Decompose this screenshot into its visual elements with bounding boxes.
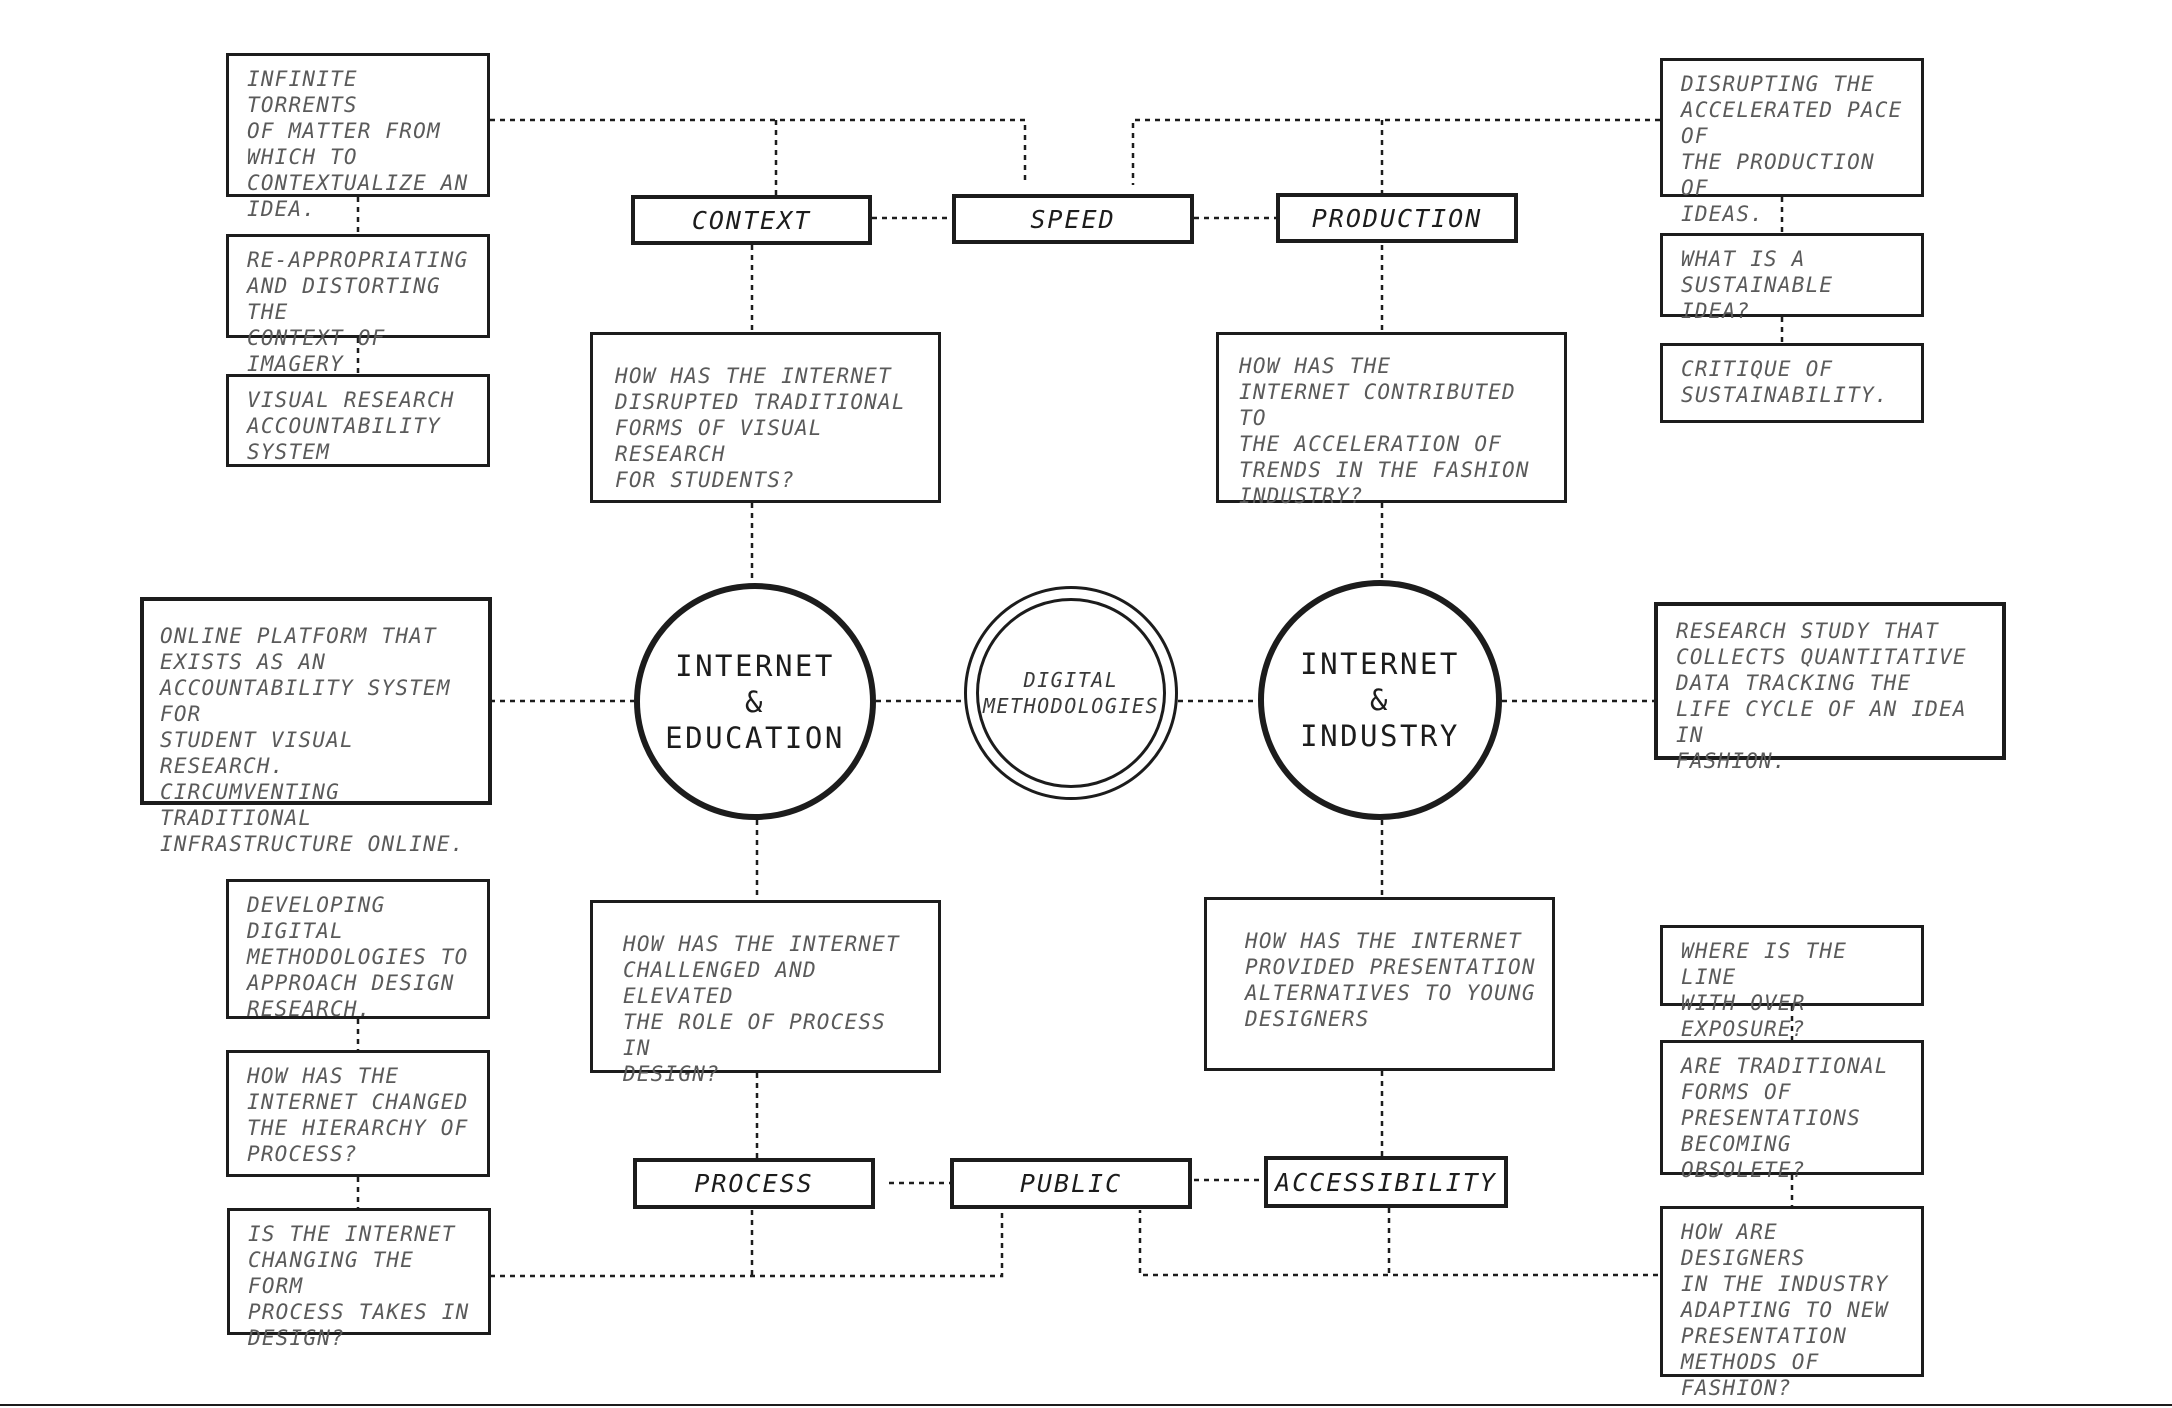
bottom-rule bbox=[0, 1404, 2172, 1406]
note-changing-form: IS THE INTERNET CHANGING THE FORM PROCES… bbox=[227, 1208, 491, 1350]
note-research-study: RESEARCH STUDY THAT COLLECTS QUANTITATIV… bbox=[1654, 602, 2006, 773]
label-accessibility: ACCESSIBILITY bbox=[1264, 1156, 1508, 1208]
note-over-exposure: WHERE IS THE LINE WITH OVER EXPOSURE? bbox=[1660, 925, 1924, 1041]
note-disrupting-pace: DISRUPTING THE ACCELERATED PACE OF THE P… bbox=[1660, 58, 1924, 226]
connector-form-public bbox=[490, 1210, 1004, 1278]
connector-torrents-speed bbox=[490, 118, 1027, 185]
note-visual-research-accountability: VISUAL RESEARCH ACCOUNTABILITY SYSTEM bbox=[226, 374, 490, 467]
label-speed: SPEED bbox=[952, 194, 1194, 244]
label-public: PUBLIC bbox=[950, 1158, 1192, 1209]
note-designers-adapting: HOW ARE DESIGNERS IN THE INDUSTRY ADAPTI… bbox=[1660, 1206, 1924, 1400]
note-infinite-torrents: INFINITE TORRENTS OF MATTER FROM WHICH T… bbox=[226, 53, 490, 221]
connector-pace-speed bbox=[1131, 118, 1660, 185]
question-presentation: HOW HAS THE INTERNET PROVIDED PRESENTATI… bbox=[1204, 897, 1555, 1071]
hub-digital-methodologies-label: DIGITAL METHODOLOGIES bbox=[976, 598, 1166, 788]
question-process-role: HOW HAS THE INTERNET CHALLENGED AND ELEV… bbox=[590, 900, 941, 1086]
label-production: PRODUCTION bbox=[1276, 193, 1518, 243]
note-critique-sustainability: CRITIQUE OF SUSTAINABILITY. bbox=[1660, 343, 1924, 423]
hub-internet-education: INTERNET & EDUCATION bbox=[634, 583, 876, 820]
note-online-platform: ONLINE PLATFORM THAT EXISTS AS AN ACCOUN… bbox=[140, 597, 492, 856]
connector-adapting-public bbox=[1138, 1210, 1658, 1277]
note-hierarchy-process: HOW HAS THE INTERNET CHANGED THE HIERARC… bbox=[226, 1050, 490, 1177]
label-process: PROCESS bbox=[633, 1158, 875, 1209]
question-visual-research: HOW HAS THE INTERNET DISRUPTED TRADITION… bbox=[590, 332, 941, 503]
hub-internet-industry: INTERNET & INDUSTRY bbox=[1258, 580, 1502, 820]
question-acceleration: HOW HAS THE INTERNET CONTRIBUTED TO THE … bbox=[1216, 332, 1567, 508]
note-traditional-obsolete: ARE TRADITIONAL FORMS OF PRESENTATIONS B… bbox=[1660, 1040, 1924, 1182]
note-re-appropriating: RE-APPROPRIATING AND DISTORTING THE CONT… bbox=[226, 234, 490, 376]
note-developing-digital: DEVELOPING DIGITAL METHODOLOGIES TO APPR… bbox=[226, 879, 490, 1021]
hub-digital-methodologies: DIGITAL METHODOLOGIES bbox=[964, 586, 1178, 800]
label-context: CONTEXT bbox=[631, 195, 872, 245]
note-sustainable-idea: WHAT IS A SUSTAINABLE IDEA? bbox=[1660, 233, 1924, 323]
